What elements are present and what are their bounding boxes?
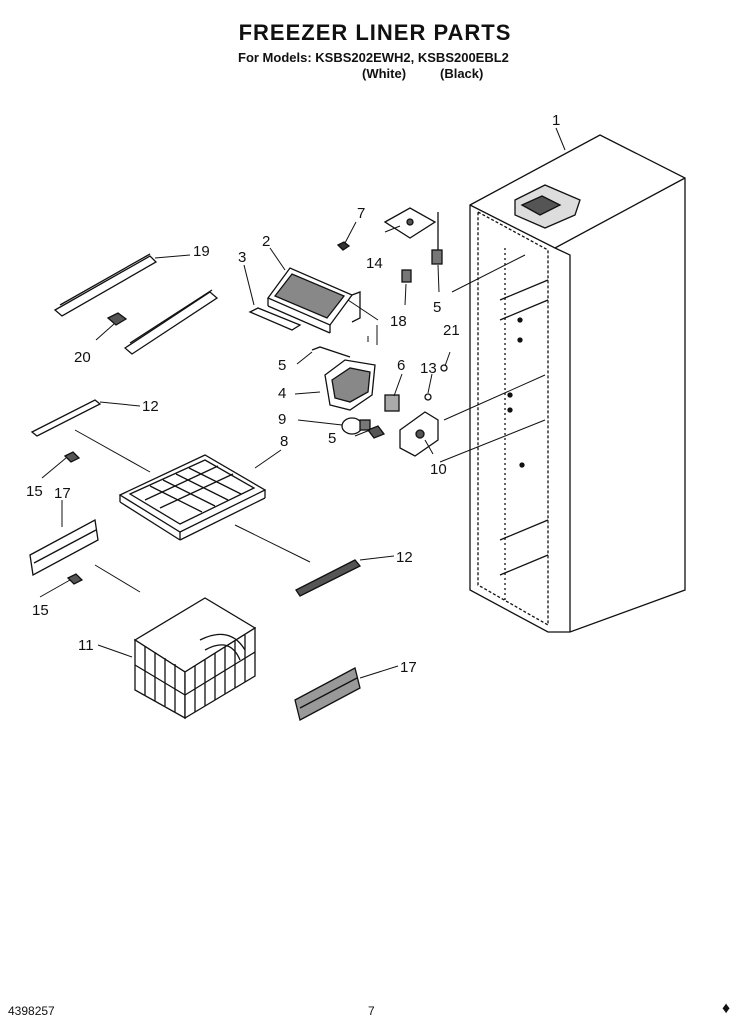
callout-19: 19 xyxy=(193,243,210,260)
freezer-liner-cabinet xyxy=(469,134,686,633)
callout-20: 20 xyxy=(74,349,91,366)
page-number: 7 xyxy=(368,1004,375,1018)
wire-basket xyxy=(133,597,257,720)
leader-lines xyxy=(39,127,566,679)
callout-10: 10 xyxy=(430,461,447,478)
variant-black-label: (Black) xyxy=(440,66,484,81)
models-line: For Models: KSBS202EWH2, KSBS200EBL2 xyxy=(238,50,509,65)
callout-5b: 5 xyxy=(433,299,441,316)
callout-4: 4 xyxy=(278,385,286,402)
callout-2: 2 xyxy=(262,233,270,250)
callout-12a: 12 xyxy=(142,398,159,415)
shelf-rail-lower xyxy=(123,289,219,355)
basket-support-left xyxy=(29,518,99,585)
callout-6: 6 xyxy=(397,357,405,374)
callout-7: 7 xyxy=(357,205,365,222)
callout-8: 8 xyxy=(280,433,288,450)
variant-white-label: (White) xyxy=(362,66,407,81)
part-number: 4398257 xyxy=(8,1004,55,1018)
callout-14: 14 xyxy=(366,255,383,272)
fasteners xyxy=(336,241,448,401)
callout-9: 9 xyxy=(278,411,286,428)
callout-12b: 12 xyxy=(396,549,413,566)
shelf-support-left xyxy=(30,399,102,463)
mounting-bracket xyxy=(383,207,439,250)
callout-1: 1 xyxy=(552,112,560,129)
callout-11: 11 xyxy=(78,637,94,654)
page-title: FREEZER LINER PARTS xyxy=(238,20,512,45)
callout-5c: 5 xyxy=(328,430,336,447)
callout-15b: 15 xyxy=(32,602,49,619)
callout-5a: 5 xyxy=(278,357,286,374)
vent-grille xyxy=(266,267,361,334)
wire-shelf xyxy=(118,454,267,541)
callout-3: 3 xyxy=(238,249,246,266)
callout-13: 13 xyxy=(420,360,437,377)
callout-17b: 17 xyxy=(400,659,417,676)
callout-15a: 15 xyxy=(26,483,43,500)
basket-support-right xyxy=(294,667,361,721)
shelf-support-right xyxy=(295,559,362,597)
light-housing xyxy=(311,346,376,411)
callout-21: 21 xyxy=(443,322,460,339)
liner-strip xyxy=(248,307,302,331)
diamond-mark: ♦ xyxy=(722,1000,731,1017)
light-cover xyxy=(366,411,439,457)
callout-labels: 1 2 3 4 5 5 5 6 7 8 9 10 11 12 12 13 14 … xyxy=(26,112,560,676)
callout-17a: 17 xyxy=(54,485,71,502)
shelf-rail-upper xyxy=(53,253,158,326)
light-bulb xyxy=(341,417,371,435)
callout-18: 18 xyxy=(390,313,407,330)
light-socket xyxy=(384,394,400,412)
